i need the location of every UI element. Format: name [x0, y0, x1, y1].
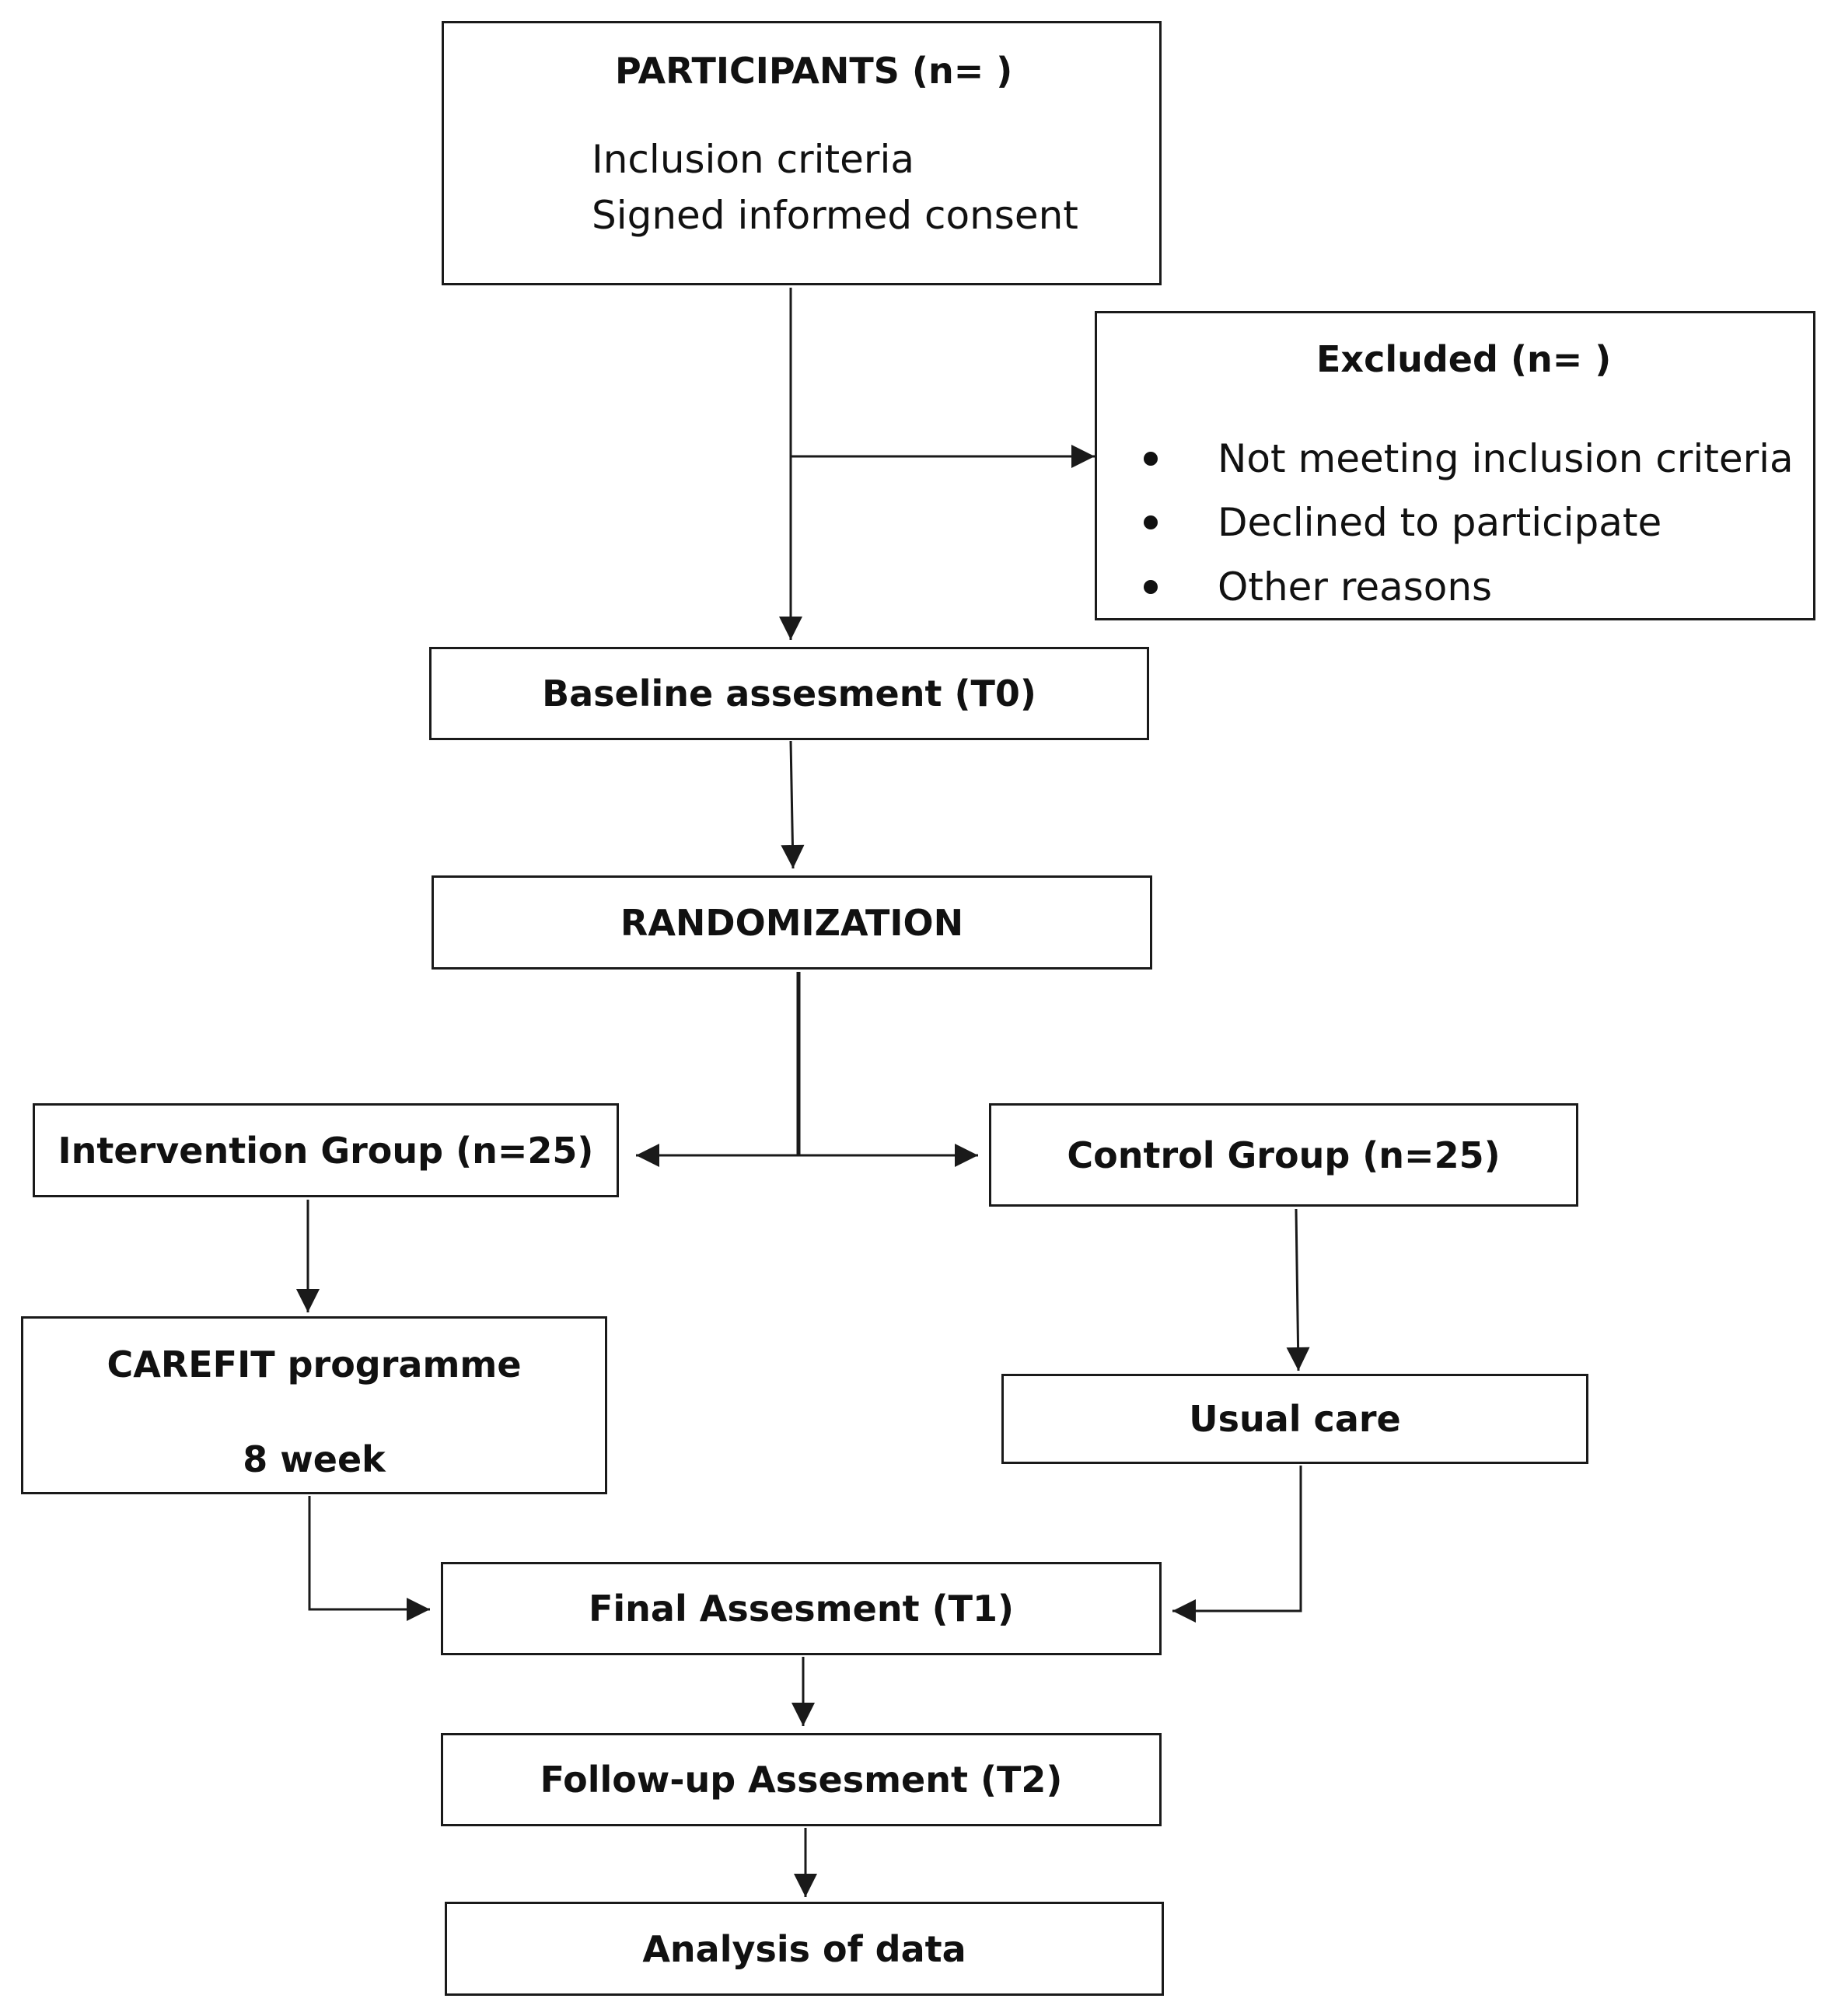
bullet-icon [1144, 580, 1158, 594]
intervention-group-label: Intervention Group (n=25) [58, 1129, 594, 1172]
control-group-box: Control Group (n=25) [989, 1103, 1578, 1207]
randomization-box: RANDOMIZATION [432, 875, 1152, 970]
analysis-box: Analysis of data [445, 1902, 1164, 1996]
carefit-title: CAREFIT programme [107, 1343, 522, 1385]
participants-box: PARTICIPANTS (n= ) Inclusion criteria Si… [442, 21, 1162, 285]
bullet-icon [1144, 452, 1158, 466]
excluded-reason-item: Declined to participate [1097, 500, 1813, 547]
carefit-duration: 8 week [243, 1438, 386, 1480]
final-assessment-label: Final Assesment (T1) [588, 1588, 1014, 1630]
followup-assessment-box: Follow-up Assesment (T2) [441, 1733, 1162, 1826]
excluded-reason-item: Not meeting inclusion criteria [1097, 436, 1813, 483]
arrow-carefit-to-final [308, 1496, 430, 1621]
baseline-label: Baseline assesment (T0) [542, 673, 1036, 715]
baseline-box: Baseline assesment (T0) [429, 647, 1149, 740]
excluded-box: Excluded (n= ) Not meeting inclusion cri… [1095, 311, 1815, 620]
excluded-reason-text: Not meeting inclusion criteria [1218, 436, 1794, 481]
carefit-programme-box: CAREFIT programme 8 week [21, 1316, 607, 1494]
arrow-usual-care-to-final [1172, 1466, 1302, 1623]
arrow-baseline-to-randomization [781, 740, 805, 869]
excluded-title: Excluded (n= ) [1316, 338, 1612, 380]
excluded-reason-item: Other reasons [1097, 564, 1813, 611]
excluded-reason-text: Declined to participate [1218, 500, 1662, 545]
intervention-group-box: Intervention Group (n=25) [33, 1103, 619, 1197]
final-assessment-box: Final Assesment (T1) [441, 1562, 1162, 1655]
analysis-label: Analysis of data [642, 1927, 966, 1970]
consent-line: Signed informed consent [592, 193, 1078, 238]
inclusion-criteria-line: Inclusion criteria [592, 137, 915, 182]
participants-title: PARTICIPANTS (n= ) [615, 50, 1013, 92]
arrow-control-to-usual-care [1286, 1208, 1310, 1371]
usual-care-label: Usual care [1189, 1398, 1401, 1440]
followup-assessment-label: Follow-up Assesment (T2) [540, 1759, 1063, 1801]
excluded-reason-text: Other reasons [1218, 564, 1493, 610]
usual-care-box: Usual care [1001, 1374, 1588, 1464]
randomization-label: RANDOMIZATION [620, 901, 964, 944]
control-group-label: Control Group (n=25) [1067, 1134, 1501, 1176]
bullet-icon [1144, 515, 1158, 529]
